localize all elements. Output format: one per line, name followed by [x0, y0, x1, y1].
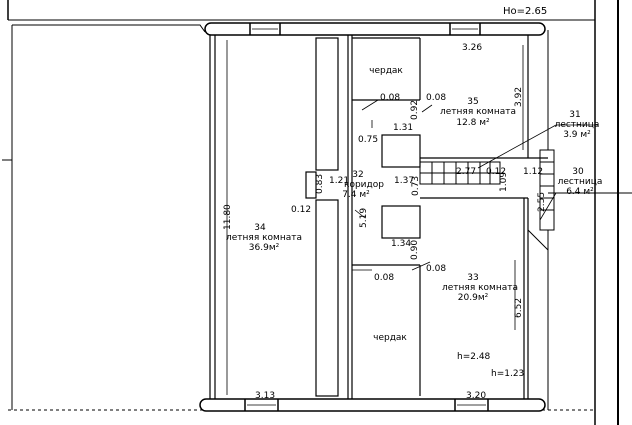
ceiling-height-label: Ho=2.65	[503, 6, 547, 17]
room-34: 34 летняя комната 36.9м²	[226, 223, 302, 253]
attic-top-label: чердак	[369, 66, 403, 76]
dim-0-83: 0.83	[315, 174, 325, 194]
room-32-name: коридор	[344, 180, 384, 190]
dim-1-09: 1.09	[499, 172, 509, 192]
room-31-name: лестница	[555, 120, 600, 130]
dim-2-55: 2.55	[537, 192, 547, 212]
dim-0-92: 0.92	[410, 100, 420, 120]
dim-3-26: 3.26	[462, 43, 482, 53]
room-34-name: летняя комната	[226, 233, 302, 243]
staircase-31	[419, 161, 501, 185]
room-30: 30 лестница 6.4 м²	[558, 167, 603, 197]
dim-2-77: 2.77	[456, 167, 476, 177]
dim-6-52: 6.52	[514, 298, 524, 318]
room-30-number: 30	[572, 167, 584, 177]
dim-0-73: 0.73	[411, 176, 421, 196]
room-32-number: 32	[352, 170, 363, 180]
dim-0-12-a: 0.12	[486, 167, 506, 177]
dim-0-75: 0.75	[358, 135, 378, 145]
dimension-labels: 3.26 3.92 0.08 0.08 0.92 1.31 0.75 2.77 …	[223, 43, 547, 401]
height-main-label: h=2.48	[457, 352, 491, 362]
dim-3-92: 3.92	[514, 87, 524, 107]
dim-3-20: 3.20	[466, 391, 486, 401]
room-31-number: 31	[569, 110, 580, 120]
room-32: 32 коридор 7.4 м²	[342, 170, 384, 200]
dim-0-12-b: 0.12	[291, 205, 311, 215]
room-34-number: 34	[254, 223, 266, 233]
dim-0-90: 0.90	[410, 240, 420, 260]
room-33-name: летняя комната	[442, 283, 518, 293]
height-low-label: h=1.23	[491, 369, 524, 379]
roof-outline	[11, 24, 549, 410]
dim-11-80: 11.80	[223, 204, 233, 230]
dim-1-21: 1.21	[329, 176, 349, 186]
room-33: 33 летняя комната 20.9м²	[442, 273, 518, 303]
room-30-name: лестница	[558, 177, 603, 187]
room-35: 35 летняя комната 12.8 м²	[440, 97, 516, 128]
room-32-area: 7.4 м²	[342, 190, 370, 200]
dim-1-12: 1.12	[523, 167, 543, 177]
room-35-area: 12.8 м²	[456, 118, 490, 128]
dim-1-34: 1.34	[391, 239, 411, 249]
attic-bottom-label: чердак	[373, 333, 407, 343]
room-31-area: 3.9 м²	[563, 130, 591, 140]
dim-0-08-d: 0.08	[426, 264, 446, 274]
dim-0-08-c: 0.08	[374, 273, 394, 283]
room-33-number: 33	[467, 273, 478, 283]
room-35-name: летняя комната	[440, 107, 516, 117]
room-33-area: 20.9м²	[458, 293, 489, 303]
room-31: 31 лестница 3.9 м²	[555, 110, 600, 140]
wall-top	[204, 22, 546, 36]
dim-1-37: 1.37	[394, 176, 414, 186]
room-34-area: 36.9м²	[249, 243, 280, 253]
dimension-lines	[226, 40, 598, 395]
room-35-number: 35	[467, 97, 478, 107]
dim-0-08-b: 0.08	[426, 93, 446, 103]
dim-0-08-a: 0.08	[380, 93, 400, 103]
staircase-30	[527, 149, 555, 251]
dim-5-19: 5.19	[359, 208, 369, 228]
wall-bottom	[199, 398, 546, 412]
interior-walls	[209, 35, 548, 399]
room-30-area: 6.4 м²	[566, 187, 594, 197]
dim-3-13: 3.13	[255, 391, 275, 401]
dim-1-31: 1.31	[393, 123, 413, 133]
